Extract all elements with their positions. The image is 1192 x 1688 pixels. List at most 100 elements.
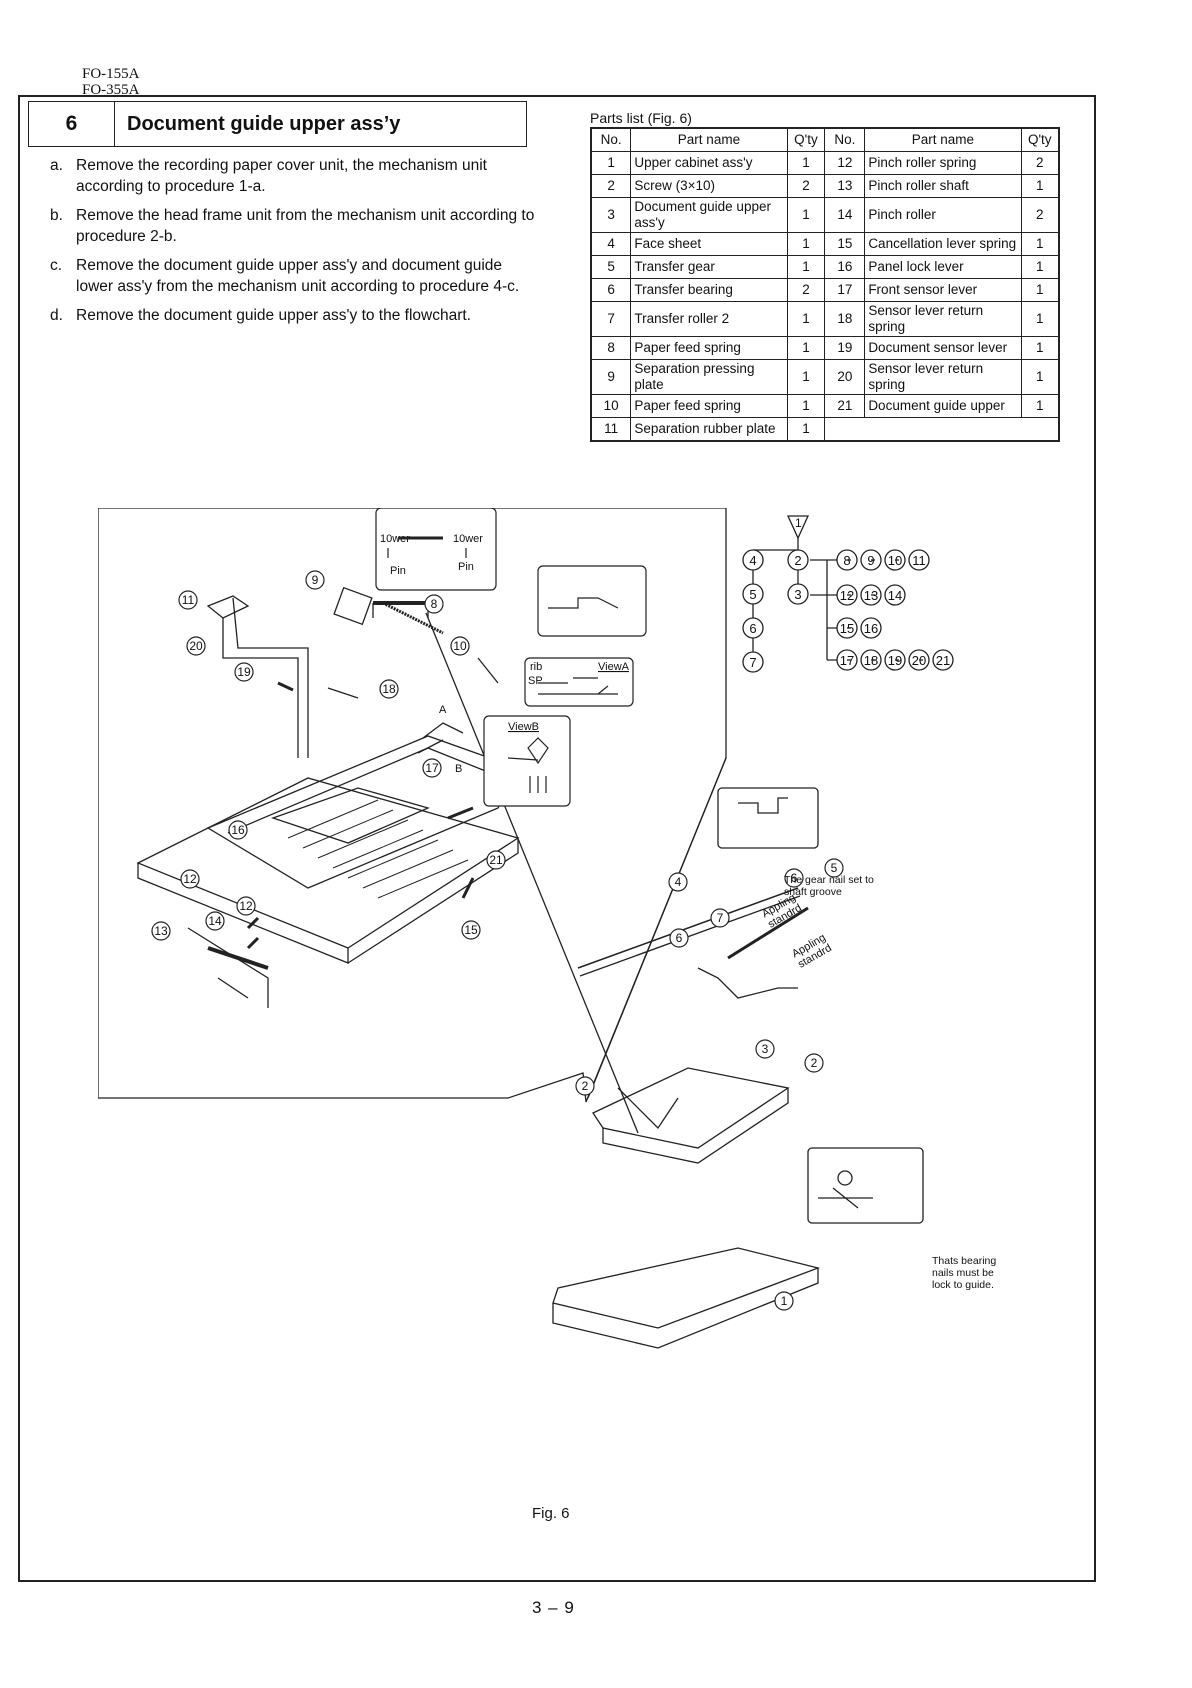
label-b: B — [455, 763, 462, 775]
part-number: 17 — [824, 278, 866, 302]
svg-text:11: 11 — [182, 593, 195, 607]
callout-5: 5 — [824, 858, 844, 878]
column-header: Q'ty — [786, 127, 826, 152]
part-name: Transfer bearing — [630, 278, 788, 302]
svg-text:6: 6 — [791, 871, 798, 885]
part-name: Transfer gear — [630, 255, 788, 279]
part-qty: 1 — [786, 417, 826, 442]
part-name: Face sheet — [630, 232, 788, 256]
svg-text:2: 2 — [811, 1056, 818, 1070]
part-name: Sensor lever return spring — [864, 301, 1022, 337]
document-guide-upper-assy — [592, 1067, 790, 1149]
callout-3: 3 — [755, 1039, 775, 1059]
page-frame — [18, 95, 1096, 1582]
label-pin-left: Pin — [390, 565, 406, 577]
column-header: No. — [824, 127, 866, 152]
callout-6b: 6 — [669, 928, 689, 948]
model-name-1: FO-155A — [82, 66, 140, 82]
leader-line — [587, 757, 727, 1099]
flow-node: 14 — [884, 584, 906, 606]
gear-note: The gear nail set to shaft groove — [784, 874, 874, 898]
part-name: Sensor lever return spring — [864, 359, 1022, 395]
svg-text:7: 7 — [749, 655, 756, 670]
callout-16: 16 — [228, 820, 248, 840]
callout-4: 4 — [668, 872, 688, 892]
step-letter: a. — [50, 157, 63, 174]
part-qty: 1 — [1020, 232, 1060, 256]
part-number: 12 — [824, 151, 866, 175]
svg-text:13: 13 — [154, 924, 168, 938]
parts-list-caption: Parts list (Fig. 6) — [590, 110, 692, 126]
figure-6: 9 8 11 10 20 19 18 17 16 21 12 12 14 13 … — [98, 508, 924, 1551]
svg-text:21: 21 — [489, 853, 503, 867]
svg-text:6: 6 — [749, 621, 756, 636]
svg-text:12: 12 — [239, 899, 253, 913]
part-qty: 1 — [1020, 301, 1060, 337]
callout-2: 2 — [804, 1053, 824, 1073]
model-name-2: FO-355A — [82, 82, 140, 98]
part-qty: 1 — [786, 232, 826, 256]
part-name: Paper feed spring — [630, 394, 788, 418]
svg-text:21: 21 — [936, 653, 950, 668]
flow-node: 6 — [742, 617, 764, 639]
label-view-a: ViewA — [598, 661, 630, 673]
part-name: Document guide upper ass'y — [630, 197, 788, 233]
detail-box-springs — [375, 508, 497, 591]
model-header: FO-155A FO-355A — [82, 66, 140, 98]
part-name: Transfer roller 2 — [630, 301, 788, 337]
svg-text:6: 6 — [676, 931, 683, 945]
svg-text:2: 2 — [582, 1079, 589, 1093]
page-number: 3 – 9 — [532, 1598, 575, 1617]
label-view-b: ViewB — [508, 721, 539, 733]
callout-14: 14 — [205, 911, 225, 931]
svg-text:17: 17 — [425, 761, 439, 775]
callout-19: 19 — [234, 662, 254, 682]
part-qty: 1 — [1020, 255, 1060, 279]
part-qty: 2 — [1020, 151, 1060, 175]
part-qty: 1 — [786, 394, 826, 418]
svg-text:3: 3 — [794, 587, 801, 602]
figure-caption: Fig. 6 — [532, 1505, 570, 1522]
label-rib: rib — [530, 661, 542, 673]
svg-text:14: 14 — [888, 588, 902, 603]
part-number: 4 — [590, 232, 632, 256]
part-number: 20 — [824, 359, 866, 395]
svg-text:11: 11 — [912, 553, 926, 568]
guide-upper-frame — [206, 735, 519, 889]
step-text: Remove the document guide upper ass'y to… — [76, 307, 471, 324]
part-name: Cancellation lever spring — [864, 232, 1022, 256]
part-name: Paper feed spring — [630, 336, 788, 360]
frame-top-left — [18, 95, 528, 97]
detail-box-rollers — [537, 565, 647, 637]
part-number: 9 — [590, 359, 632, 395]
flow-node: 5 — [742, 583, 764, 605]
callout-18: 18 — [379, 679, 399, 699]
part-number: 21 — [824, 394, 866, 418]
column-header: Part name — [864, 127, 1022, 152]
part-qty: 1 — [786, 336, 826, 360]
part-number: 3 — [590, 197, 632, 233]
step-item: d.Remove the document guide upper ass'y … — [48, 305, 538, 326]
step-text: Remove the head frame unit from the mech… — [76, 207, 535, 245]
svg-text:16: 16 — [231, 823, 245, 837]
section-number: 6 — [29, 102, 115, 146]
leader-line — [425, 612, 639, 1134]
part-name: Upper cabinet ass'y — [630, 151, 788, 175]
part-name: Document guide upper — [864, 394, 1022, 418]
part-name: Separation rubber plate — [630, 417, 788, 442]
part-name: Document sensor lever — [864, 336, 1022, 360]
part-qty: 1 — [1020, 394, 1060, 418]
svg-text:18: 18 — [382, 682, 396, 696]
part-qty: 2 — [1020, 197, 1060, 233]
svg-text:3: 3 — [762, 1042, 769, 1056]
step-item: b.Remove the head frame unit from the me… — [48, 205, 538, 247]
callout-1: 1 — [774, 1291, 794, 1311]
